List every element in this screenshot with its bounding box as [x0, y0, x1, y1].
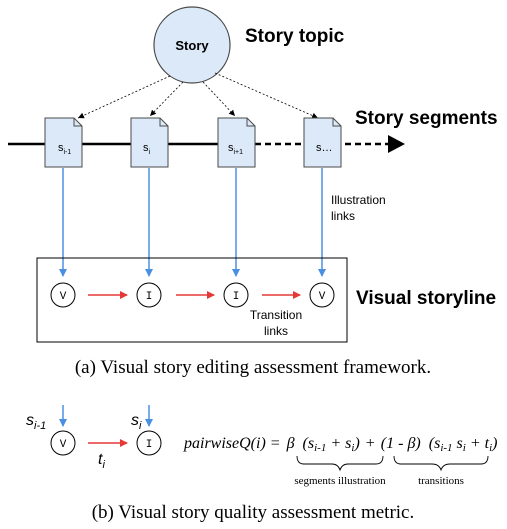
story-topic-heading: Story topic: [245, 26, 345, 47]
illustration-label-line1: Illustration: [331, 193, 386, 207]
segment-doc-4: s…: [303, 117, 342, 168]
metric-formula: pairwiseQ(i) = β (si-1 + si) + (1 - β) (…: [183, 435, 497, 454]
brace-transitions-label: transitions: [418, 475, 464, 487]
visual-storyline-heading: Visual storyline: [356, 288, 496, 309]
caption-b: (b) Visual story quality assessment metr…: [92, 502, 415, 523]
storyline-node-1-label: V: [60, 291, 67, 303]
segment-doc-1-base: s: [58, 142, 64, 154]
segment-doc-4-base: s…: [316, 142, 333, 154]
segment-doc-2: si: [130, 117, 169, 168]
segment-doc-3-base: s: [228, 142, 234, 154]
svg-text:s…: s…: [316, 142, 333, 154]
storyline-node-1: [50, 282, 76, 308]
topic-link-3: [202, 81, 236, 117]
segment-doc-2-base: s: [143, 142, 149, 154]
visual-storyline-box: [36, 257, 348, 343]
svg-text:si+1: si+1: [228, 142, 243, 156]
segment-doc-3: si+1: [217, 117, 256, 168]
metric-s-prev: si-1: [26, 412, 46, 432]
metric-node-v-label: V: [60, 439, 67, 451]
svg-text:si: si: [143, 142, 151, 156]
transition-label-line1: Transition: [250, 308, 302, 322]
topic-link-4: [214, 72, 319, 119]
segment-doc-2-sub: i: [149, 149, 151, 156]
story-topic-circle: [153, 6, 231, 84]
storyline-node-4-label: V: [319, 291, 326, 303]
caption-a: (a) Visual story editing assessment fram…: [75, 357, 431, 378]
brace-segments-illustration: [296, 455, 384, 472]
segment-doc-3-sub: i+1: [234, 149, 244, 156]
topic-link-1: [77, 75, 171, 119]
storyline-node-3-label: I: [233, 291, 240, 303]
story-topic-circle-label: Story: [175, 38, 209, 53]
storyline-node-4: [309, 282, 335, 308]
metric-node-i: [136, 430, 162, 456]
svg-text:si-1: si-1: [58, 142, 71, 156]
metric-node-v: [50, 430, 76, 456]
storyline-node-3: [223, 282, 249, 308]
storyline-node-2-label: I: [146, 291, 153, 303]
story-segments-heading: Story segments: [355, 108, 498, 129]
metric-node-i-label: I: [146, 439, 153, 451]
segment-doc-1-sub: i-1: [64, 149, 72, 156]
transition-label-line2: links: [264, 324, 288, 338]
timeline-arrowhead: [388, 135, 405, 153]
illustration-label-line2: links: [331, 209, 355, 223]
brace-transitions: [393, 455, 489, 472]
topic-link-2: [149, 81, 184, 117]
metric-s-cur: si: [131, 412, 142, 432]
brace-segments-illustration-label: segments illustration: [294, 475, 386, 487]
storyline-node-2: [136, 282, 162, 308]
metric-t-label: ti: [98, 451, 105, 471]
segment-doc-1: si-1: [44, 117, 83, 168]
